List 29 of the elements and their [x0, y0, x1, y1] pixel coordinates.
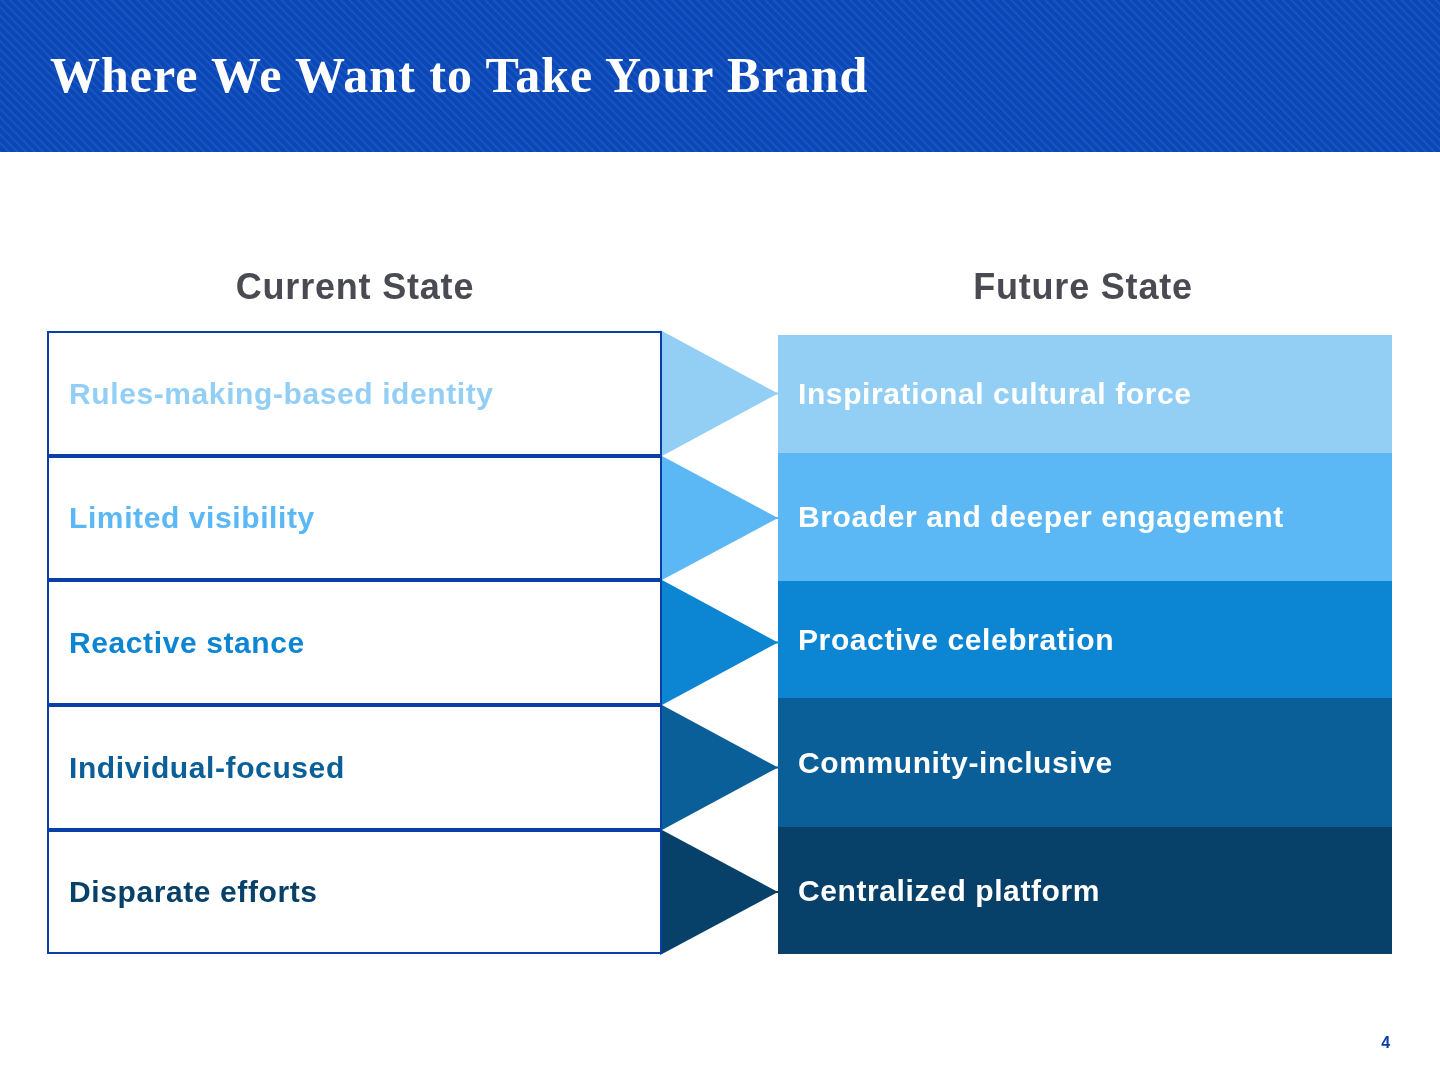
current-state-box — [47, 830, 662, 954]
future-state-box — [778, 453, 1392, 581]
future-state-box — [778, 698, 1392, 827]
current-state-box — [47, 580, 662, 705]
state-text: Reactive stance — [69, 625, 305, 660]
state-text: Broader and deeper engagement — [798, 500, 1284, 534]
current-state-box — [47, 331, 662, 456]
future-state-box — [778, 335, 1392, 453]
future-state-box — [778, 827, 1392, 954]
column-heading: Current State — [235, 266, 475, 308]
chevron-arrow — [660, 579, 779, 706]
current-state-box — [47, 705, 662, 830]
chevron-arrow — [660, 704, 779, 831]
state-text: Centralized platform — [798, 873, 1101, 908]
current-state-box — [47, 456, 662, 580]
page-number: 4 — [1381, 1034, 1391, 1052]
chevron-arrow — [660, 455, 779, 581]
chevron-arrow — [660, 330, 779, 457]
state-text: Proactive celebration — [798, 622, 1115, 657]
state-text: Disparate efforts — [69, 875, 318, 909]
state-text: Individual-focused — [69, 750, 345, 785]
title: Where We Want to Take Your Brand — [50, 46, 869, 104]
state-text: Limited visibility — [69, 501, 315, 535]
state-text: Inspirational cultural force — [798, 377, 1192, 411]
column-heading: Future State — [973, 266, 1193, 308]
state-text: Rules-making-based identity — [69, 376, 494, 411]
future-state-box — [778, 581, 1392, 698]
state-text: Community-inclusive — [798, 745, 1113, 780]
chevron-arrow — [660, 829, 779, 955]
